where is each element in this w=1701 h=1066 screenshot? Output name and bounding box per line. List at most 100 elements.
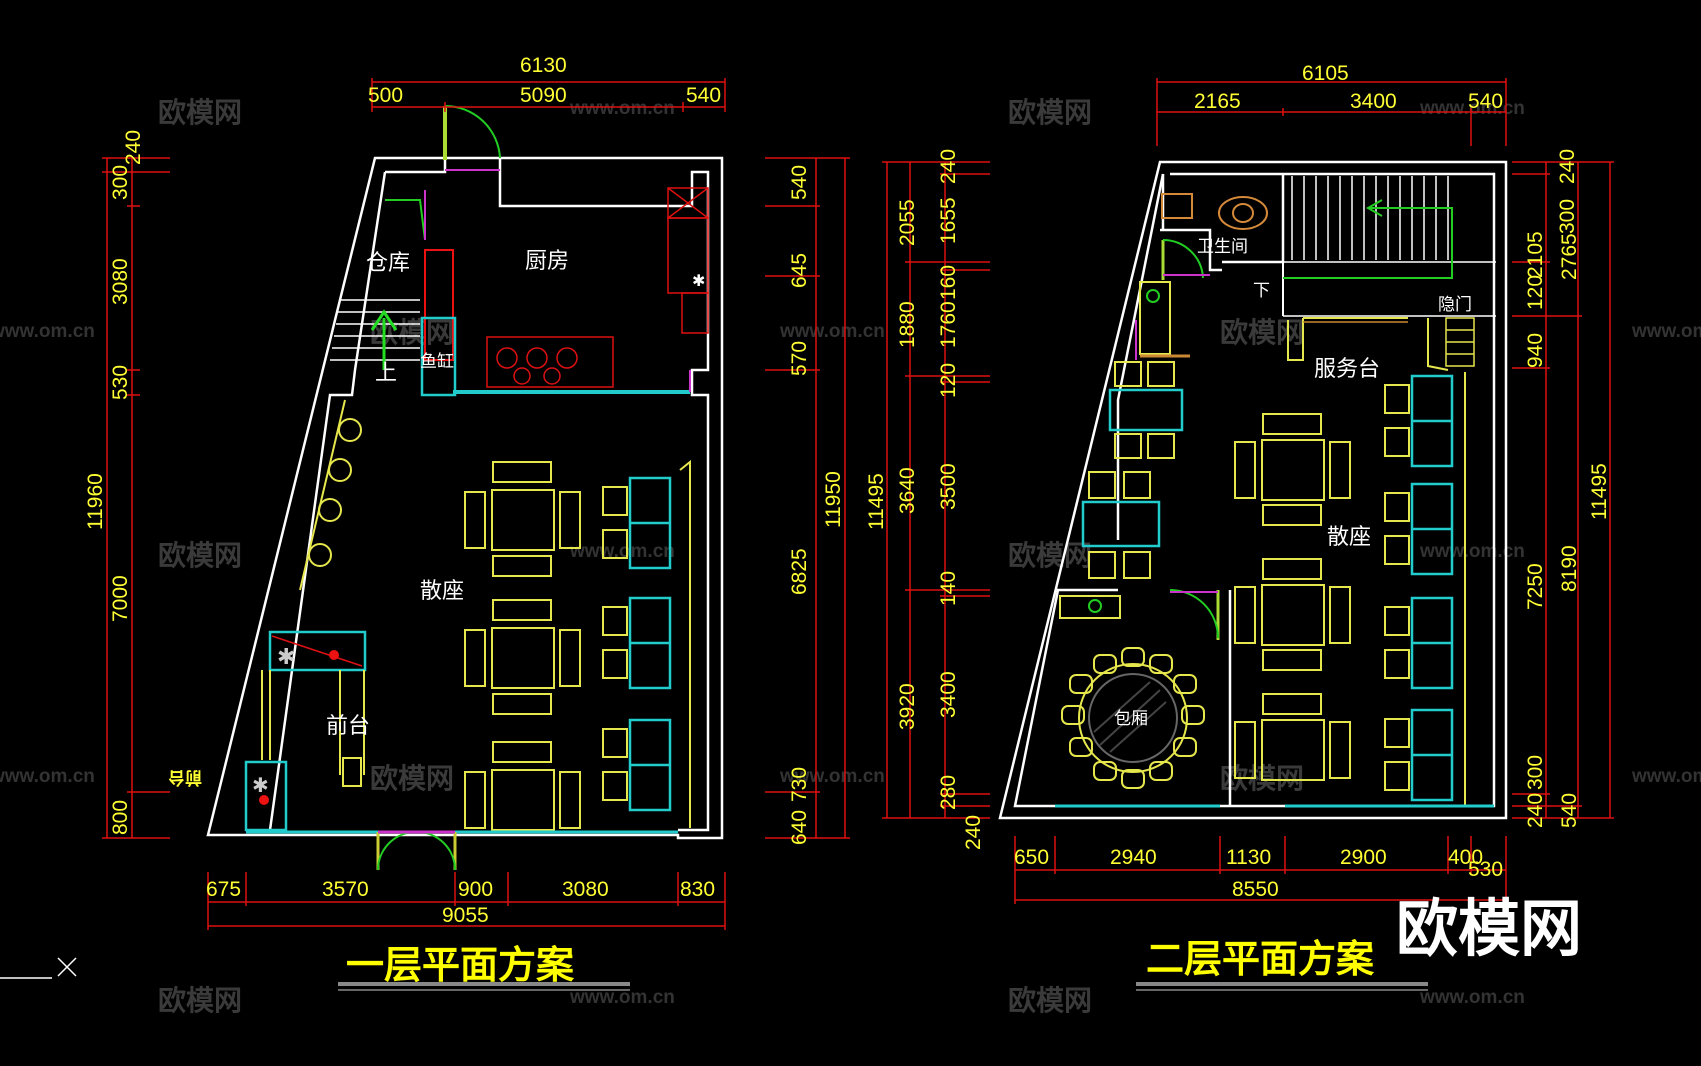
floor-1-burner <box>513 367 531 385</box>
floor-1-title: 一层平面方案 <box>346 943 575 987</box>
floor-1-cabinet-dot <box>259 795 269 805</box>
floor-1-left-dim: 800 <box>109 800 132 835</box>
floor-1-bottom-dim: 675 <box>206 878 241 901</box>
watermark-url: www.om.cn <box>569 541 675 562</box>
floor-2-right-mid-dim: 540 <box>1558 793 1581 828</box>
floor-1-bottom-dim: 830 <box>680 878 715 901</box>
floor-1-warehouse-label: 仓库 <box>366 251 410 276</box>
floor-2-left-outer-dim: 1880 <box>896 301 919 348</box>
floor-2-left-outer-dim: 3640 <box>896 467 919 514</box>
floor-2-outer-wall <box>998 160 1508 820</box>
floor-2-bottom-total-dim: 8550 <box>1232 878 1279 901</box>
floor-2-toilet-bowl <box>1218 196 1268 230</box>
floor-2-left-inner-dim: 240 <box>962 815 985 850</box>
floor-1-bar-stool <box>318 498 342 522</box>
watermark-brand: 欧模网 <box>1008 984 1092 1017</box>
floor-1-side-label: 前台 <box>168 767 202 788</box>
watermark-brand: 欧模网 <box>158 96 242 129</box>
floor-2-booth <box>1384 374 1454 468</box>
floor-1-right-dim: 6825 <box>788 548 811 595</box>
watermark-url: www.om.cn <box>1419 987 1525 1008</box>
floor-2-dimensions: 6105 2165 3400 540 11495 2055 1880 3640 … <box>865 62 1614 904</box>
watermark-url: www.om.cn <box>1631 321 1701 342</box>
floor-2-service-desk <box>1287 317 1408 361</box>
watermark-url: www.om.cn <box>569 98 675 119</box>
floor-2-seating-label: 散座 <box>1327 525 1371 550</box>
watermark-brand: 欧模网 <box>1008 539 1092 572</box>
floor-2-bottom-dim: 2900 <box>1340 846 1387 869</box>
floor-1-booth <box>602 476 672 570</box>
floor-1-dining-table <box>464 741 581 831</box>
floor-2-stairs <box>1282 174 1496 317</box>
floor-2-top-dim: 540 <box>1468 90 1503 113</box>
floor-2-left-inner-dim: 3500 <box>937 463 960 510</box>
floor-1-burner <box>526 347 548 369</box>
floor-2-plan: 卫生间 下 隐门 服务台 <box>998 160 1508 820</box>
floor-2-ladder-rungs <box>1446 329 1474 355</box>
floor-2-dining-table <box>1234 693 1351 781</box>
floor-2-left-outer-dim: 2055 <box>896 199 919 246</box>
floor-1-fish-tank-label: 鱼缸 <box>420 351 454 372</box>
floor-1-front-desk-chair <box>342 757 362 787</box>
floor-2-left-inner-dim: 1655 <box>937 197 960 244</box>
floor-1-warehouse-door <box>385 199 426 241</box>
floor-2-toilet-door-swing <box>1162 238 1204 279</box>
floor-2-service-desk-return <box>1427 318 1449 371</box>
floor-1-bar-stool <box>328 458 352 482</box>
floor-1-left-dim: 3080 <box>109 258 132 305</box>
floor-2-service-desk-label: 服务台 <box>1314 357 1380 382</box>
floor-2-top-dim: 3400 <box>1350 90 1397 113</box>
floor-2-inner-wall <box>1013 172 1496 808</box>
floor-2-bottom-dim: 400 <box>1448 846 1483 869</box>
brand-logo: 欧模网 <box>1396 892 1582 965</box>
floor-1-left-dim: 240 <box>122 130 145 165</box>
floor-2-private-room-door-swing <box>1169 589 1219 639</box>
floor-2-dining-table <box>1081 471 1161 579</box>
floor-1-left-dim: 7000 <box>109 575 132 622</box>
floor-1-right-total-dim: 11950 <box>822 471 845 528</box>
floor-2-plant-icon <box>1146 289 1160 303</box>
floor-2-booth <box>1384 482 1454 576</box>
floor-1-front-desk-label: 前台 <box>326 714 370 739</box>
floor-2-dining-table <box>1234 558 1351 671</box>
floor-2-left-inner-dim: 120 <box>937 363 960 398</box>
ucs-axis-icon <box>0 957 77 979</box>
floor-2-down-label: 下 <box>1253 281 1270 301</box>
floor-2-right-inner-dim: 240 <box>1556 149 1579 184</box>
watermark-url: www.om.cn <box>0 321 95 342</box>
floor-2-left-inner-dim: 280 <box>937 775 960 810</box>
floor-1-top-dim: 5090 <box>520 84 567 107</box>
floor-1-front-door-swing <box>377 831 456 871</box>
floor-2-dining-table <box>1234 413 1351 526</box>
floor-1-booth <box>602 596 672 690</box>
watermark-url: www.om.cn <box>569 987 675 1008</box>
floor-2-left-inner-dim: 160 <box>937 265 960 300</box>
floor-1-title-underline <box>338 982 630 986</box>
watermark-url: www.om.cn <box>1631 766 1701 787</box>
watermark-brand: 欧模网 <box>1220 316 1304 349</box>
floor-1-burner <box>496 347 518 369</box>
floor-1-right-dim: 540 <box>788 165 811 200</box>
floor-2-round-table <box>1061 647 1205 789</box>
floor-2-top-total-dim: 6105 <box>1302 62 1349 85</box>
floor-1-fish-tank <box>420 316 457 397</box>
floor-1-up-label: 上 <box>375 361 397 386</box>
floor-1-bar-stool <box>308 543 332 567</box>
floor-1-wall-bench <box>679 459 691 828</box>
floor-2-left-inner-dim: 140 <box>937 571 960 606</box>
floor-1-bottom-dim: 3570 <box>322 878 369 901</box>
floor-1-kitchen-unit-cross <box>667 187 709 219</box>
floor-2-private-room-cabinet <box>1059 595 1121 619</box>
watermark-url: www.om.cn <box>0 766 95 787</box>
floor-1-side-cabinet <box>244 760 288 832</box>
floor-2-title-underline <box>1136 982 1428 986</box>
floor-2-title: 二层平面方案 <box>1146 937 1375 981</box>
floor-1-kitchen-label: 厨房 <box>525 249 569 274</box>
floor-1-title-underline <box>338 989 630 991</box>
floor-1-slanted-wall <box>268 171 387 831</box>
floor-2-right-total-dim: 11495 <box>1588 463 1611 520</box>
floor-1-door-swing <box>444 104 501 159</box>
floor-1-fan-icon: ✱ <box>277 645 295 670</box>
floor-2-right-mid-dim: 2765 <box>1558 233 1581 280</box>
